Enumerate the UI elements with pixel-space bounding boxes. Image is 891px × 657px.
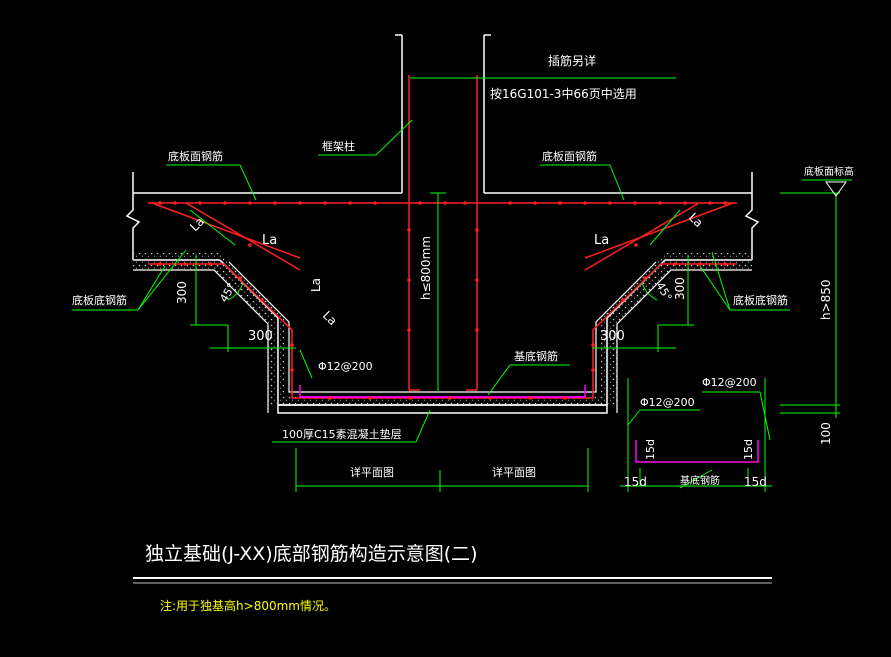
h-gt-850-label: h>850 [819,279,833,320]
bar-spec-2: Φ12@200 [702,376,757,389]
detail-pit-bar-label: 基底钢筋 [680,474,720,487]
dowel-note-2: 按16G101-3中66页中选用 [490,86,637,101]
bar-spec-3: Φ12@200 [640,396,695,409]
la-label-5: La [309,278,323,292]
detail-15d-right-vertical: 15d [742,439,755,460]
rebar-dots [158,201,727,400]
concrete-hatch [133,253,752,405]
leaders [72,77,852,492]
slab-top-elevation-label: 底板面标高 [804,165,854,178]
top-bar-right-label: 底板面钢筋 [542,149,597,163]
la-label-2: La [594,233,609,248]
inner-outline [133,261,752,413]
dim-100-label: 100 [819,422,833,445]
elevation-marker-icon [825,181,847,197]
bottom-bar-left-label: 底板底钢筋 [72,293,127,307]
h-le-800-label: h≤800mm [419,236,433,300]
plan-left-label: 详平面图 [350,465,394,479]
dowel-note-1: 插筋另详 [548,53,596,68]
top-bar-left-label: 底板面钢筋 [168,149,223,163]
drawing-note: 注:用于独基高h>800mm情况。 [160,598,336,613]
detail-15d-right-horizontal: 15d [744,475,767,489]
la-label-1: La [262,233,277,248]
pit-bar-label: 基底钢筋 [514,349,558,363]
cushion-label: 100厚C15素混凝土垫层 [282,427,402,441]
bottom-bar-right-label: 底板底钢筋 [733,293,788,307]
rebar [148,75,737,399]
dim-300-right-vertical: 300 [673,277,687,300]
drawing-title: 独立基础(J-XX)底部钢筋构造示意图(二) [145,543,478,565]
la-label-6: La [320,308,340,328]
frame-column-label: 框架柱 [322,139,355,153]
dim-300-left-vertical: 300 [175,281,189,304]
dim-300-right-horizontal: 300 [600,329,625,344]
labels: 插筋另详 按16G101-3中66页中选用 框架柱 底板面钢筋 底板面钢筋 底板… [72,53,854,613]
pit-bar-hooks [299,385,586,398]
detail-15d-left-horizontal: 15d [624,475,647,489]
dim-300-left-horizontal: 300 [248,329,273,344]
plan-right-label: 详平面图 [492,465,536,479]
detail-15d-left-vertical: 15d [644,439,657,460]
la-label-4: La [686,210,706,230]
bar-spec-1: Φ12@200 [318,360,373,373]
